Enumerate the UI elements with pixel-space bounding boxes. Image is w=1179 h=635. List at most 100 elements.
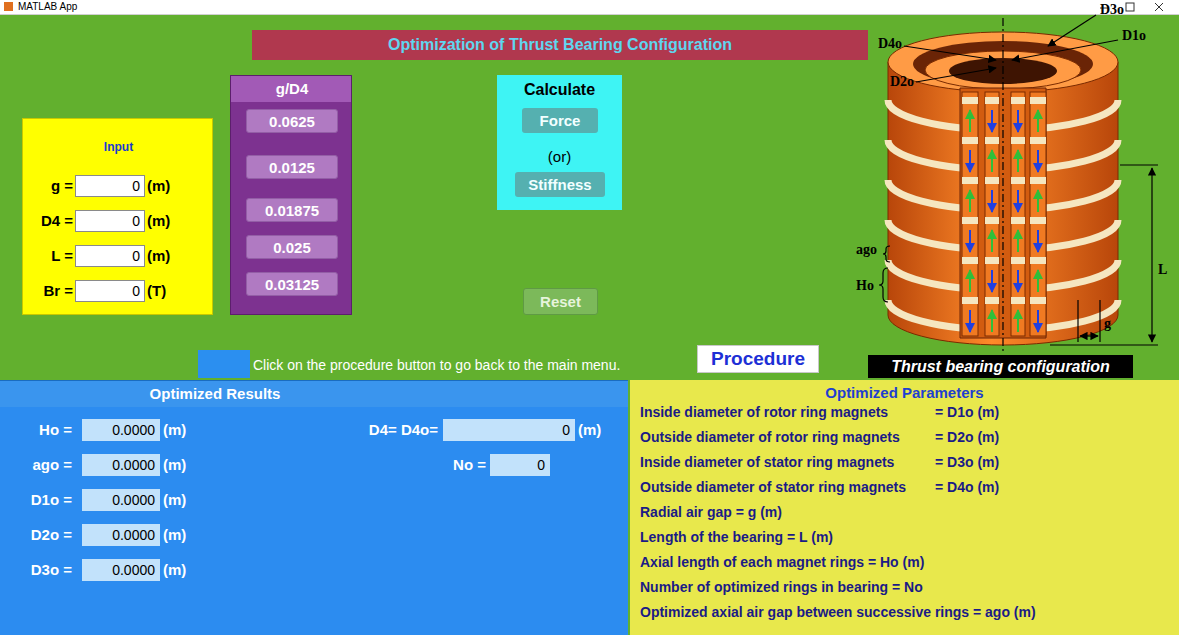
field-label: No =: [400, 456, 486, 473]
parameters-panel: Optimized ParametersInside diameter of r…: [630, 380, 1179, 635]
button-text: 0: [132, 248, 140, 264]
reset-button: Reset: [523, 288, 598, 315]
dimension-label: ago: [856, 242, 877, 258]
result-field: 0.0000: [82, 559, 160, 581]
blue-tab: [198, 350, 250, 378]
magnetization-arrow: [1017, 110, 1019, 132]
illustration-part: [962, 92, 1046, 336]
field-label: (m): [578, 421, 618, 438]
field-label: (T): [147, 282, 187, 299]
procedure-button: Procedure: [697, 345, 819, 373]
magnet-spacer: [985, 137, 999, 144]
button-text: 0.03125: [265, 276, 319, 293]
dimension-label: D2o: [890, 74, 914, 90]
panel-heading: Input: [23, 140, 214, 154]
field-label: (m): [163, 421, 203, 438]
illustration-part: [1080, 335, 1098, 336]
magnetization-arrow: [1037, 310, 1039, 332]
magnet-spacer: [962, 97, 978, 104]
magnet-spacer: [985, 297, 999, 304]
button-text: Reset: [540, 293, 581, 310]
result-field: 0: [490, 454, 550, 476]
magnet-spacer: [962, 297, 978, 304]
separator-text: (or): [497, 148, 622, 165]
magnet-spacer: [1030, 137, 1046, 144]
magnetization-arrow: [1017, 150, 1019, 172]
edit-field: 0: [75, 280, 145, 302]
button-text: Force: [540, 112, 581, 129]
illustration-part: [1155, 3, 1163, 11]
parameter-line: Inside diameter of rotor ring magnets: [640, 404, 930, 420]
result-field: 0: [443, 419, 575, 441]
field-label: (m): [147, 247, 187, 264]
parameter-line: Axial length of each magnet rings = Ho (…: [640, 554, 1170, 570]
illustration-part: [883, 246, 890, 262]
window-titlebar: [0, 0, 1179, 15]
edit-field: 0: [75, 175, 145, 197]
ring-section: [1030, 92, 1046, 336]
ratio-button: 0.025: [246, 235, 338, 259]
magnetization-arrow: [991, 270, 993, 292]
illustration-part: [1126, 3, 1134, 11]
magnet-spacer: [1030, 257, 1046, 264]
magnetization-arrow: [991, 110, 993, 132]
calculate-button: Force: [522, 108, 598, 133]
field-label: (m): [163, 456, 203, 473]
parameter-line: = D4o (m): [935, 479, 1135, 495]
illustration-part: [4, 2, 13, 11]
panel-heading: Optimized Parameters: [630, 384, 1179, 401]
result-field: 0.0000: [82, 524, 160, 546]
magnet-spacer: [1011, 137, 1025, 144]
panel-heading: Optimized Results: [0, 385, 430, 402]
magnetization-arrow: [1017, 270, 1019, 292]
magnetization-arrow: [1037, 150, 1039, 172]
magnet-spacer: [1011, 97, 1025, 104]
button-text: 0.0625: [269, 113, 315, 130]
window-title: MATLAB App: [18, 1, 77, 12]
magnetization-arrow: [969, 190, 971, 212]
magnetization-arrow: [1037, 230, 1039, 252]
result-field: 0.0000: [82, 489, 160, 511]
ratio-button: 0.01875: [246, 198, 338, 222]
illustration-part: [916, 68, 996, 82]
field-label: D3o =: [0, 561, 72, 578]
field-label: D1o =: [0, 491, 72, 508]
magnet-spacer: [1011, 257, 1025, 264]
edit-field: 0: [75, 210, 145, 232]
parameter-line: Outside diameter of stator ring magnets: [640, 479, 930, 495]
button-text: 0: [562, 422, 570, 438]
field-label: D4= D4o=: [300, 421, 438, 438]
magnet-spacer: [985, 257, 999, 264]
button-text: Thrust bearing configuration: [891, 358, 1110, 376]
magnet-spacer: [1030, 297, 1046, 304]
dimension-label: g: [1104, 316, 1111, 332]
button-text: 0.01875: [265, 202, 319, 219]
button-text: 0.0000: [112, 457, 155, 473]
dimension-label: D4o: [878, 36, 902, 52]
window-controls: [4, 2, 1163, 11]
parameter-line: Length of the bearing = L (m): [640, 529, 1170, 545]
magnetization-arrow: [969, 230, 971, 252]
parameter-line: Optimized axial air gap between successi…: [640, 604, 1170, 620]
field-label: Ho =: [0, 421, 72, 438]
figure-caption: Thrust bearing configuration: [868, 355, 1133, 378]
button-text: Stiffness: [528, 176, 591, 193]
field-label: D2o =: [0, 526, 72, 543]
magnetization-arrow: [1037, 110, 1039, 132]
ring-section: [962, 92, 978, 336]
parameter-line: Inside diameter of stator ring magnets: [640, 454, 930, 470]
magnetization-arrow: [969, 110, 971, 132]
magnet-spacer: [1030, 97, 1046, 104]
magnetization-arrow: [969, 310, 971, 332]
button-text: 0: [132, 283, 140, 299]
illustration-part: [1151, 168, 1152, 342]
dimension-label: D3o: [1100, 2, 1124, 18]
magnetization-arrow: [1037, 190, 1039, 212]
magnetization-arrow: [969, 270, 971, 292]
magnet-spacer: [962, 257, 978, 264]
illustration-part: [904, 46, 996, 60]
magnet-spacer: [1030, 217, 1046, 224]
magnet-spacer: [962, 217, 978, 224]
field-label: Br =: [23, 282, 73, 299]
field-label: (m): [147, 177, 187, 194]
